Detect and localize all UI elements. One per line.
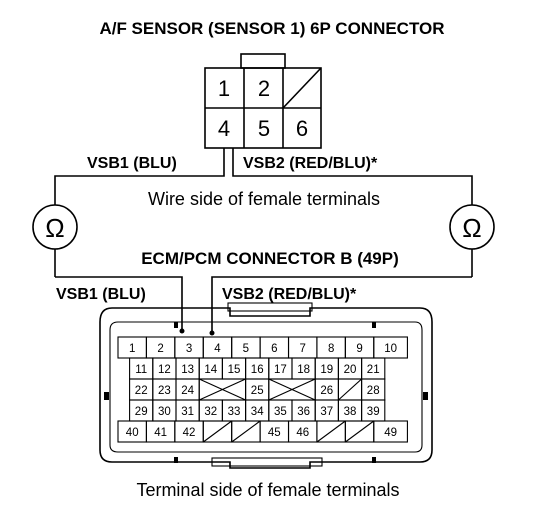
connector-b-lock-tab bbox=[227, 302, 313, 312]
connector-b-pin: 4 bbox=[214, 343, 221, 355]
connector-b-pin: 30 bbox=[158, 406, 171, 418]
terminal-side-caption: Terminal side of female terminals bbox=[136, 480, 399, 500]
empty-cavity-mark bbox=[231, 420, 261, 443]
connector-b-pin: 16 bbox=[251, 364, 264, 376]
connector-b-shell bbox=[99, 307, 433, 469]
connector-b-pin: 2 bbox=[157, 343, 163, 355]
connector-b-pin: 24 bbox=[181, 385, 194, 397]
wire-side-caption: Wire side of female terminals bbox=[148, 189, 380, 209]
connector-b-pin: 40 bbox=[126, 427, 139, 439]
lower-wire-left-label: VSB1 (BLU) bbox=[56, 286, 146, 303]
ohmmeter-left: Ω bbox=[32, 204, 78, 250]
connector-b-pin: 34 bbox=[251, 406, 264, 418]
connector-a-title: A/F SENSOR (SENSOR 1) 6P CONNECTOR bbox=[99, 19, 444, 38]
connector-b-pin: 21 bbox=[367, 364, 380, 376]
empty-cavity-mark bbox=[338, 378, 362, 401]
connector-a-lock-tab bbox=[240, 53, 286, 69]
connector-b-pin: 19 bbox=[320, 364, 333, 376]
empty-cavity-mark bbox=[198, 378, 246, 401]
empty-cavity-mark bbox=[268, 378, 316, 401]
connector-b-pin: 15 bbox=[228, 364, 241, 376]
empty-cavity-mark bbox=[202, 420, 233, 443]
connector-b-cavity bbox=[373, 420, 408, 443]
connector-b-pin: 6 bbox=[271, 343, 277, 355]
connector-b-pin: 22 bbox=[135, 385, 148, 397]
connector-b-pin: 41 bbox=[154, 427, 167, 439]
connector-b-pin: 35 bbox=[274, 406, 287, 418]
connector-a-pin: 2 bbox=[258, 76, 270, 101]
connector-b-pin: 20 bbox=[344, 364, 357, 376]
connector-b-pin: 45 bbox=[268, 427, 281, 439]
connector-b-pin: 36 bbox=[297, 406, 310, 418]
connector-b-pin: 42 bbox=[183, 427, 196, 439]
connector-b-pin: 10 bbox=[384, 343, 397, 355]
lower-wires bbox=[55, 276, 472, 336]
ecm-connector-title: ECM/PCM CONNECTOR B (49P) bbox=[141, 249, 399, 268]
connector-b-pin: 9 bbox=[356, 343, 362, 355]
connector-b-pin: 38 bbox=[344, 406, 357, 418]
connector-b-pin: 11 bbox=[135, 364, 147, 376]
empty-cavity-mark bbox=[316, 420, 346, 443]
connector-b-pin: 49 bbox=[384, 427, 397, 439]
connector-b-pin: 37 bbox=[320, 406, 333, 418]
connector-b-inner bbox=[109, 321, 423, 453]
lower-wire-right-label: VSB2 (RED/BLU)* bbox=[222, 286, 357, 303]
connector-b-pin: 26 bbox=[320, 385, 333, 397]
ohmmeter-right: Ω bbox=[449, 204, 495, 250]
connector-b-pin: 7 bbox=[300, 343, 306, 355]
connector-a: 1 2 4 5 6 bbox=[204, 53, 322, 149]
upper-wire-left-label: VSB1 (BLU) bbox=[87, 155, 177, 172]
connector-b-pin: 28 bbox=[367, 385, 380, 397]
connector-b-pin: 14 bbox=[204, 364, 217, 376]
connector-a-empty-cavity bbox=[282, 67, 322, 109]
connector-b-pin: 33 bbox=[228, 406, 241, 418]
ohm-icon: Ω bbox=[462, 213, 481, 243]
connector-b-pin: 32 bbox=[204, 406, 217, 418]
connector-b-pin: 29 bbox=[135, 406, 148, 418]
connector-a-pin: 4 bbox=[218, 116, 230, 141]
connector-b-cavity bbox=[373, 336, 408, 359]
ohm-icon: Ω bbox=[45, 213, 64, 243]
connector-b-lock-tab bbox=[211, 457, 323, 467]
connector-b-pin: 3 bbox=[186, 343, 192, 355]
connector-b-pin: 18 bbox=[297, 364, 310, 376]
connector-b-pin: 5 bbox=[243, 343, 249, 355]
empty-cavity-mark bbox=[345, 420, 375, 443]
connector-b-pin: 31 bbox=[181, 406, 194, 418]
connector-a-pin: 1 bbox=[218, 76, 230, 101]
connector-a-pin: 6 bbox=[296, 116, 308, 141]
connector-b-pin: 46 bbox=[296, 427, 309, 439]
upper-wires bbox=[54, 148, 473, 277]
connector-b-pin: 17 bbox=[274, 364, 287, 376]
connector-a-pin: 5 bbox=[258, 116, 270, 141]
connector-b-pin: 13 bbox=[181, 364, 194, 376]
connector-b-pin: 1 bbox=[129, 343, 135, 355]
connector-b-pin: 12 bbox=[158, 364, 171, 376]
connector-b-pin: 23 bbox=[158, 385, 171, 397]
upper-wire-right-label: VSB2 (RED/BLU)* bbox=[243, 155, 378, 172]
connector-b-pin: 8 bbox=[328, 343, 334, 355]
connector-b-pin: 25 bbox=[251, 385, 264, 397]
connector-b-pin: 39 bbox=[367, 406, 380, 418]
